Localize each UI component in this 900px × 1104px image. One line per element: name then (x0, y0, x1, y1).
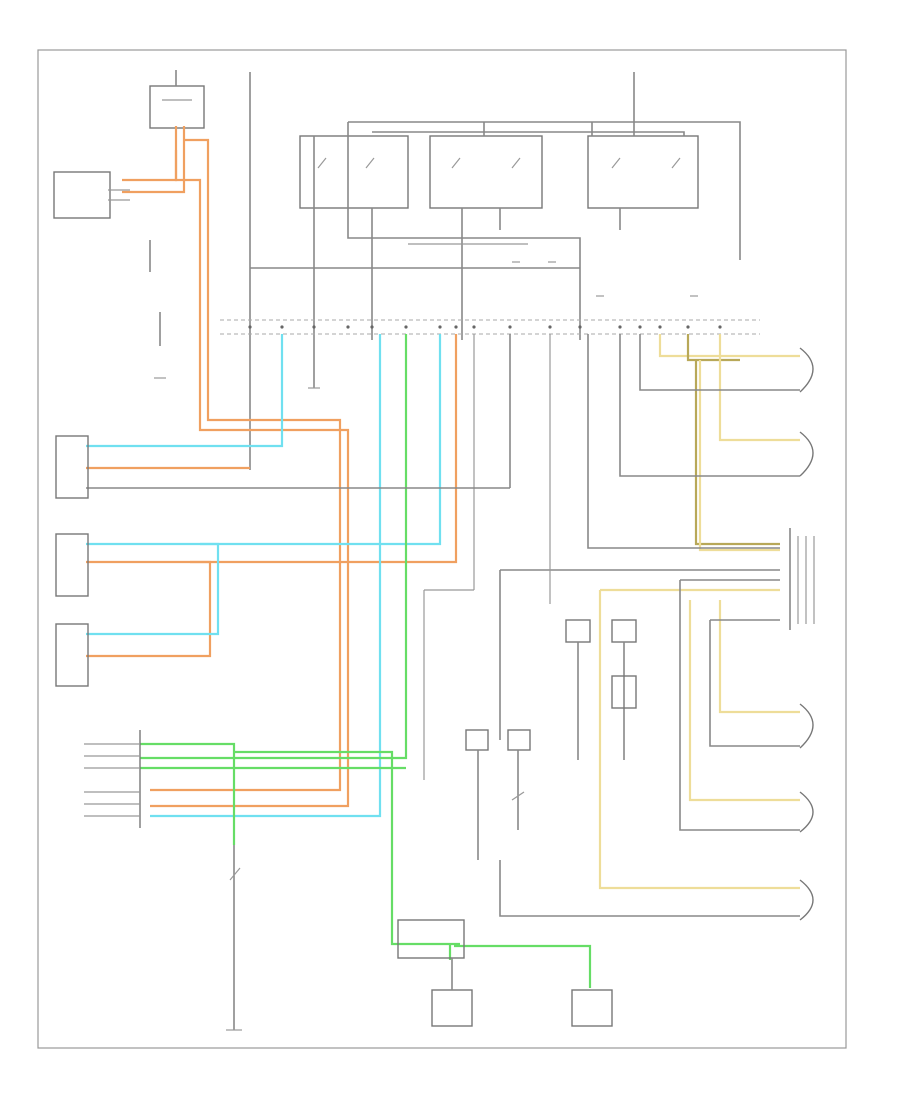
diagram-frame (37, 49, 847, 1049)
terminal-dot (454, 325, 458, 329)
terminal-dot (578, 325, 582, 329)
terminal-dot (718, 325, 722, 329)
right-ground-wires (86, 334, 800, 917)
bottom-left-circuit (226, 845, 242, 1031)
green-wires (140, 334, 592, 988)
terminal-dot (548, 325, 552, 329)
connector-terminals (248, 325, 722, 329)
body-control-module (84, 730, 141, 828)
right-lamp-loads (799, 347, 814, 921)
terminal-dot (370, 325, 374, 329)
terminal-dot (404, 325, 408, 329)
cyan-wires (86, 334, 442, 818)
top-left-fuse-module (149, 70, 205, 129)
terminal-dot (618, 325, 622, 329)
right-side-wires (598, 334, 800, 890)
terminal-dot (508, 325, 512, 329)
right-connector-block (789, 528, 815, 630)
left-sensor-module (53, 171, 166, 379)
terminal-dot (658, 325, 662, 329)
bottom-modules (397, 919, 613, 1027)
terminal-dot (472, 325, 476, 329)
middle-relay-modules (465, 619, 637, 860)
terminal-dot (280, 325, 284, 329)
terminal-dot (312, 325, 316, 329)
terminal-dot (248, 325, 252, 329)
orange-wires (86, 126, 458, 808)
terminal-dot (686, 325, 690, 329)
terminal-dot (438, 325, 442, 329)
terminal-dot (638, 325, 642, 329)
relay-switch-group (299, 72, 741, 340)
ground-symbols (308, 295, 698, 389)
terminal-dot (346, 325, 350, 329)
left-switch-modules (55, 435, 89, 687)
